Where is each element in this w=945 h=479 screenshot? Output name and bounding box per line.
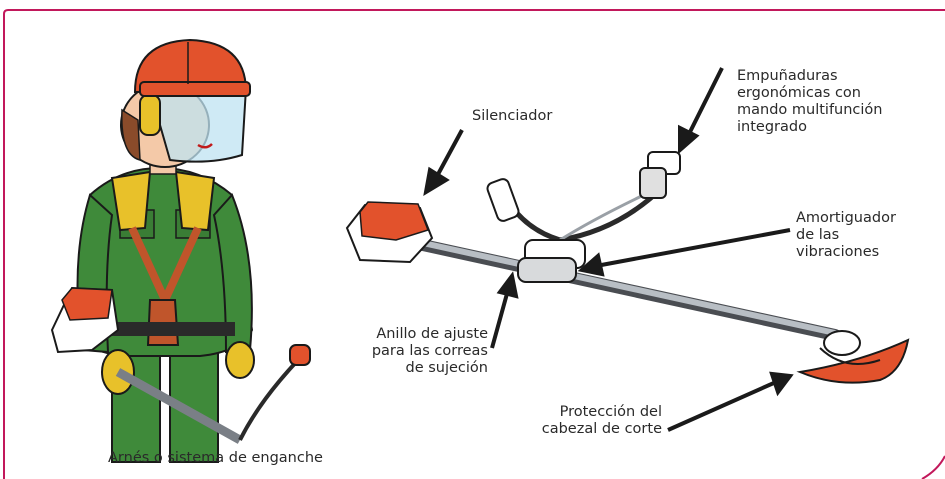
label-amortiguador: Amortiguador de las vibraciones bbox=[796, 210, 896, 260]
label-anillo: Anillo de ajuste para las correas de suj… bbox=[371, 326, 488, 376]
arrow-amortiguador bbox=[595, 228, 791, 268]
label-silenciador: Silenciador bbox=[472, 108, 553, 124]
frame-border bbox=[3, 9, 945, 479]
label-empunaduras: Empuñaduras ergonómicas con mando multif… bbox=[737, 68, 883, 135]
label-proteccion: Protección del cabezal de corte bbox=[541, 404, 662, 437]
arrow-anillo bbox=[490, 289, 510, 349]
arrows bbox=[423, 67, 794, 432]
arrow-empunaduras bbox=[686, 67, 724, 137]
label-arnes: Arnés o sistema de enganche bbox=[108, 450, 323, 466]
arrow-proteccion bbox=[667, 380, 777, 432]
frame-corner bbox=[921, 455, 945, 479]
arrow-silenciador bbox=[434, 129, 464, 179]
trimmer-machine bbox=[345, 151, 910, 384]
worker-figure bbox=[50, 38, 311, 463]
